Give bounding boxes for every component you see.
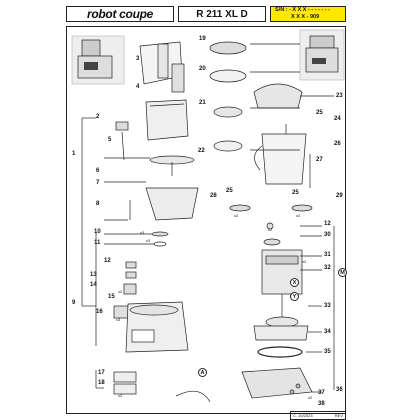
serial-number-box: S/N : - X X X - - - - - - - X X X - 909 (270, 6, 346, 22)
brand-logo: robot coupe (66, 6, 174, 22)
part-number-25c: 25 (292, 190, 299, 196)
part-number-37: 37 (318, 390, 325, 396)
part-number-5: 5 (108, 137, 112, 143)
part-number-23: 23 (336, 93, 343, 99)
part-number-7: 7 (96, 180, 100, 186)
part-number-14: 14 (90, 282, 97, 288)
qty-label: x2 (296, 213, 301, 218)
qty-label: x2 (234, 213, 239, 218)
qty-label: x2 (268, 227, 273, 232)
part-number-18: 18 (98, 380, 105, 386)
part-number-36: 36 (336, 387, 343, 393)
qty-label: x2 (308, 395, 313, 400)
base-plate (241, 367, 313, 399)
footer-code: C. 10/2023 (293, 413, 313, 418)
bowl-base (145, 187, 199, 221)
part-number-32: 32 (324, 265, 331, 271)
part-number-35: 35 (324, 349, 331, 355)
model-text: R 211 XL D (196, 8, 248, 20)
model-title: R 211 XL D (178, 6, 266, 22)
part-number-4: 4 (136, 84, 140, 90)
part-number-31: 31 (324, 252, 331, 258)
qty-label: x2 (302, 259, 307, 264)
part-number-12a: 12 (324, 221, 331, 227)
seal-ring (257, 346, 303, 358)
revision-footer: C. 10/2023 REV (290, 411, 346, 420)
disc-21 (213, 106, 243, 118)
cutter-bowl (261, 133, 307, 185)
part-number-33: 33 (324, 303, 331, 309)
qty-label: x3 (146, 238, 151, 243)
callout-m: M (338, 268, 347, 277)
part-number-22: 22 (198, 148, 205, 154)
part-number-38: 38 (318, 401, 325, 407)
disc-22 (213, 140, 243, 152)
part-number-34: 34 (324, 329, 331, 335)
blade-29 (291, 204, 313, 212)
part-number-12b: 12 (104, 258, 111, 264)
part-number-13: 13 (90, 272, 97, 278)
qty-label: x3 (116, 317, 121, 322)
part-number-25b: 25 (226, 188, 233, 194)
part-number-1: 1 (72, 151, 76, 157)
part-number-24: 24 (334, 116, 341, 122)
part-number-21: 21 (199, 100, 206, 106)
pusher (171, 63, 185, 93)
part-number-3: 3 (136, 56, 140, 62)
serial-line-2: X X X - 909 (291, 14, 320, 20)
part-number-11: 11 (94, 240, 101, 246)
qty-label: x3 (140, 230, 145, 235)
part-number-19: 19 (199, 36, 206, 42)
part-number-16: 16 (96, 309, 103, 315)
part-number-2: 2 (96, 114, 100, 120)
part-number-8: 8 (96, 201, 100, 207)
part-number-15: 15 (108, 294, 115, 300)
part-number-20: 20 (199, 66, 206, 72)
part-number-25a: 25 (316, 110, 323, 116)
callout-x: X (290, 278, 299, 287)
part-number-17: 17 (98, 370, 105, 376)
part-number-26: 26 (334, 141, 341, 147)
footer-rev: REV (334, 413, 343, 418)
part-number-9: 9 (72, 300, 76, 306)
brand-text: robot coupe (86, 7, 154, 21)
part-number-6: 6 (96, 168, 100, 174)
callout-a: A (198, 368, 207, 377)
part-number-28: 28 (210, 193, 217, 199)
callout-y: Y (290, 292, 299, 301)
cutter-lid (253, 83, 303, 109)
bearing-housing (253, 325, 309, 341)
part-number-29: 29 (336, 193, 343, 199)
part-number-30: 30 (324, 232, 331, 238)
disc-20 (209, 69, 247, 83)
part-number-27: 27 (316, 157, 323, 163)
disc-19 (209, 41, 247, 55)
serial-line-1: S/N : - X X X - - - - - - - (275, 7, 330, 13)
part-number-10: 10 (94, 229, 101, 235)
drawing-frame (66, 26, 346, 414)
blade-28 (229, 204, 251, 212)
qty-label: x2 (118, 393, 123, 398)
qty-label: x2 (118, 289, 123, 294)
veg-bowl (145, 99, 189, 141)
